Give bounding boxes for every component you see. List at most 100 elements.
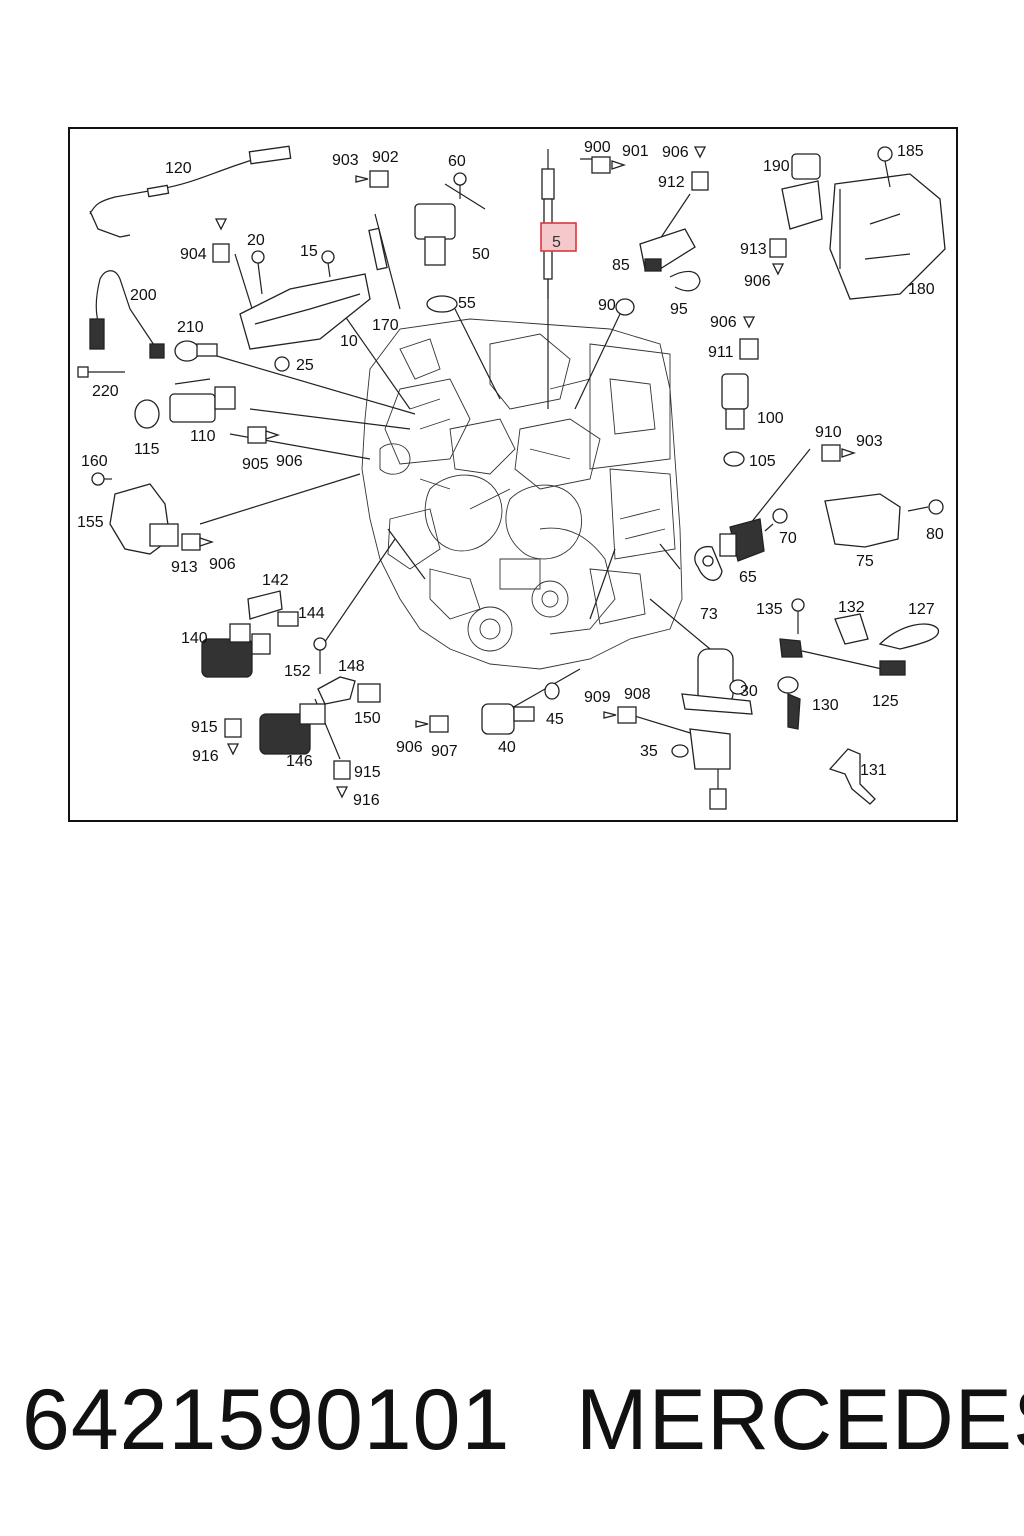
callout-label[interactable]: 125 <box>872 693 899 710</box>
callout-label[interactable]: 155 <box>77 514 104 531</box>
callout-label[interactable]: 915 <box>191 719 218 736</box>
part-144-cap[interactable] <box>277 611 299 627</box>
callout-label[interactable]: 120 <box>165 160 192 177</box>
part-60-screw[interactable] <box>453 172 467 199</box>
part-150-cap[interactable] <box>357 683 381 703</box>
part-20-screw[interactable] <box>251 250 265 295</box>
part-142-bracket[interactable] <box>247 590 283 620</box>
part-105-washer[interactable] <box>723 451 745 467</box>
callout-label[interactable]: 907 <box>431 743 458 760</box>
part-180-mounting-bracket[interactable] <box>829 173 946 300</box>
part-210-ring[interactable] <box>174 340 218 362</box>
part-915-connector-left[interactable] <box>224 718 242 756</box>
callout-label[interactable]: 905 <box>242 456 269 473</box>
callout-label[interactable]: 73 <box>700 606 718 623</box>
callout-label[interactable]: 915 <box>354 764 381 781</box>
part-85-sensor[interactable] <box>639 228 696 272</box>
part-55-o-ring[interactable] <box>426 295 458 313</box>
callout-label[interactable]: 916 <box>192 748 219 765</box>
part-90-o-ring[interactable] <box>615 298 635 316</box>
callout-label[interactable]: 148 <box>338 658 365 675</box>
part-40-sensor[interactable] <box>481 703 535 735</box>
callout-label[interactable]: 913 <box>740 241 767 258</box>
callout-label[interactable]: 152 <box>284 663 311 680</box>
part-911-connector[interactable] <box>739 316 759 360</box>
part-131-bracket[interactable] <box>828 748 876 805</box>
part-907-connector[interactable] <box>415 715 449 733</box>
part-905-connector[interactable] <box>247 426 281 444</box>
part-127-cable-tie[interactable] <box>878 623 939 650</box>
callout-label[interactable]: 906 <box>710 314 737 331</box>
callout-label[interactable]: 190 <box>763 158 790 175</box>
part-132-holder[interactable] <box>834 613 869 645</box>
part-75-cover[interactable] <box>824 493 901 548</box>
callout-label[interactable]: 115 <box>134 441 160 458</box>
callout-label[interactable]: 210 <box>177 319 204 336</box>
part-115-o-ring[interactable] <box>134 399 160 429</box>
callout-label[interactable]: 75 <box>856 553 874 570</box>
part-140-valve[interactable] <box>201 623 271 678</box>
callout-label[interactable]: 160 <box>81 453 108 470</box>
part-185-screw[interactable] <box>877 146 893 188</box>
callout-label[interactable]: 40 <box>498 739 516 756</box>
part-220-bolt[interactable] <box>77 366 125 378</box>
callout-label[interactable]: 916 <box>353 792 380 809</box>
callout-label[interactable]: 909 <box>584 689 611 706</box>
callout-label[interactable]: 135 <box>756 601 783 618</box>
part-904-connector[interactable] <box>212 218 230 263</box>
callout-label[interactable]: 100 <box>757 410 784 427</box>
callout-label[interactable]: 904 <box>180 246 207 263</box>
callout-label[interactable]: 45 <box>546 711 564 728</box>
part-170-sensor[interactable] <box>368 213 401 310</box>
callout-label[interactable]: 95 <box>670 301 688 318</box>
callout-label[interactable]: 127 <box>908 601 935 618</box>
part-130-clip[interactable] <box>777 676 801 730</box>
callout-label[interactable]: 903 <box>856 433 883 450</box>
callout-label[interactable]: 15 <box>300 243 318 260</box>
callout-label[interactable]: 912 <box>658 174 685 191</box>
part-900-connector[interactable] <box>591 156 627 174</box>
callout-label[interactable]: 906 <box>209 556 236 573</box>
callout-label[interactable]: 80 <box>926 526 944 543</box>
part-25-grommet[interactable] <box>274 356 290 372</box>
part-155-pressure-sensor[interactable] <box>109 483 179 555</box>
part-910-connector[interactable] <box>821 444 857 462</box>
part-135-screw[interactable] <box>791 598 805 634</box>
callout-label[interactable]: 90 <box>598 297 616 314</box>
part-160-screw[interactable] <box>91 472 112 486</box>
callout-label[interactable]: 906 <box>276 453 303 470</box>
callout-label[interactable]: 180 <box>908 281 935 298</box>
part-45-washer[interactable] <box>544 682 560 700</box>
callout-label[interactable]: 140 <box>181 630 208 647</box>
part-190-pressure-sensor[interactable] <box>781 153 823 230</box>
part-912-connector[interactable] <box>691 146 709 191</box>
callout-label[interactable]: 20 <box>247 232 265 249</box>
callout-label[interactable]: 50 <box>472 246 490 263</box>
callout-label[interactable]: 910 <box>815 424 842 441</box>
part-120-temperature-sensor[interactable] <box>89 145 292 238</box>
callout-label[interactable]: 146 <box>286 753 313 770</box>
callout-label[interactable]: 105 <box>749 453 776 470</box>
callout-label[interactable]: 30 <box>740 683 758 700</box>
callout-label[interactable]: 150 <box>354 710 381 727</box>
callout-label[interactable]: 900 <box>584 139 611 156</box>
part-152-screw[interactable] <box>313 637 327 674</box>
part-913-connector[interactable] <box>181 533 215 551</box>
callout-label[interactable]: 220 <box>92 383 119 400</box>
part-100-sensor[interactable] <box>721 373 749 430</box>
callout-label[interactable]: 10 <box>340 333 358 350</box>
part-915-connector-right[interactable] <box>333 760 351 799</box>
part-902-connector[interactable] <box>355 170 389 188</box>
callout-label[interactable]: 185 <box>897 143 924 160</box>
callout-label[interactable]: 130 <box>812 697 839 714</box>
part-148-bracket[interactable] <box>317 676 356 705</box>
callout-label[interactable]: 110 <box>190 428 216 445</box>
part-70-screw[interactable] <box>764 508 788 532</box>
callout-label[interactable]: 5 <box>552 234 561 251</box>
callout-label[interactable]: 901 <box>622 143 649 160</box>
callout-label[interactable]: 142 <box>262 572 289 589</box>
part-30-sensor[interactable] <box>681 648 753 715</box>
part-146-valve[interactable] <box>259 703 326 755</box>
callout-label[interactable]: 25 <box>296 357 314 374</box>
callout-label[interactable]: 131 <box>860 762 887 779</box>
